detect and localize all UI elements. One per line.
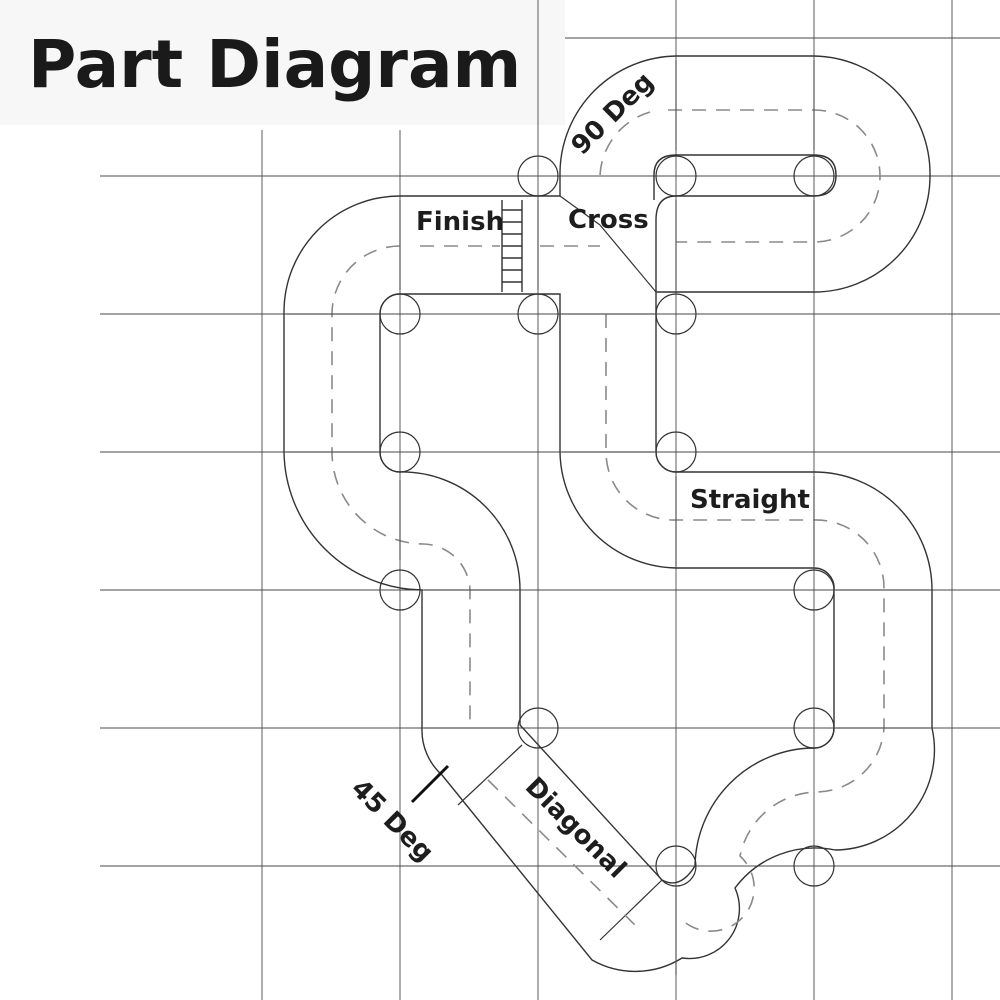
connector-circle: [793, 707, 835, 749]
track-outer-path: [283, 55, 936, 973]
connector-circle: [379, 569, 421, 611]
connector-circle: [379, 431, 421, 473]
connector-circles: [379, 155, 835, 887]
connector-circle: [379, 293, 421, 335]
connector-circle: [793, 155, 835, 197]
title-backdrop: [0, 0, 565, 125]
page-title: Part Diagram: [28, 26, 521, 103]
finish-ladder: [502, 209, 522, 283]
connector-circle: [517, 155, 559, 197]
connector-circle: [517, 293, 559, 335]
diagonal-piece-edge: [599, 879, 663, 941]
connector-circle: [655, 431, 697, 473]
track-outline: [283, 55, 936, 973]
lane-mark: [331, 245, 471, 728]
track-inner-path: [379, 293, 835, 884]
cross-diagonal-edge: [559, 195, 601, 226]
lane-mark: [487, 779, 641, 931]
label-straight: Straight: [690, 485, 810, 515]
connector-circle: [655, 293, 697, 335]
connector-circle: [517, 707, 559, 749]
diagonal-piece-edge: [457, 744, 523, 806]
puzzle-joints: [286, 60, 930, 975]
cross-diagonal-edge: [599, 224, 657, 293]
lane-markings: [331, 109, 885, 932]
connector-circle: [793, 845, 835, 887]
connector-circle: [655, 155, 697, 197]
angle-marker-tick: [410, 764, 450, 804]
label-finish: Finish: [416, 207, 504, 237]
lane-mark: [599, 111, 651, 176]
connector-circle: [793, 569, 835, 611]
connector-circle: [655, 845, 697, 887]
lane-mark: [605, 314, 885, 932]
label-cross: Cross: [568, 205, 649, 235]
grid: [100, 0, 1000, 1000]
lane-mark: [668, 109, 881, 243]
